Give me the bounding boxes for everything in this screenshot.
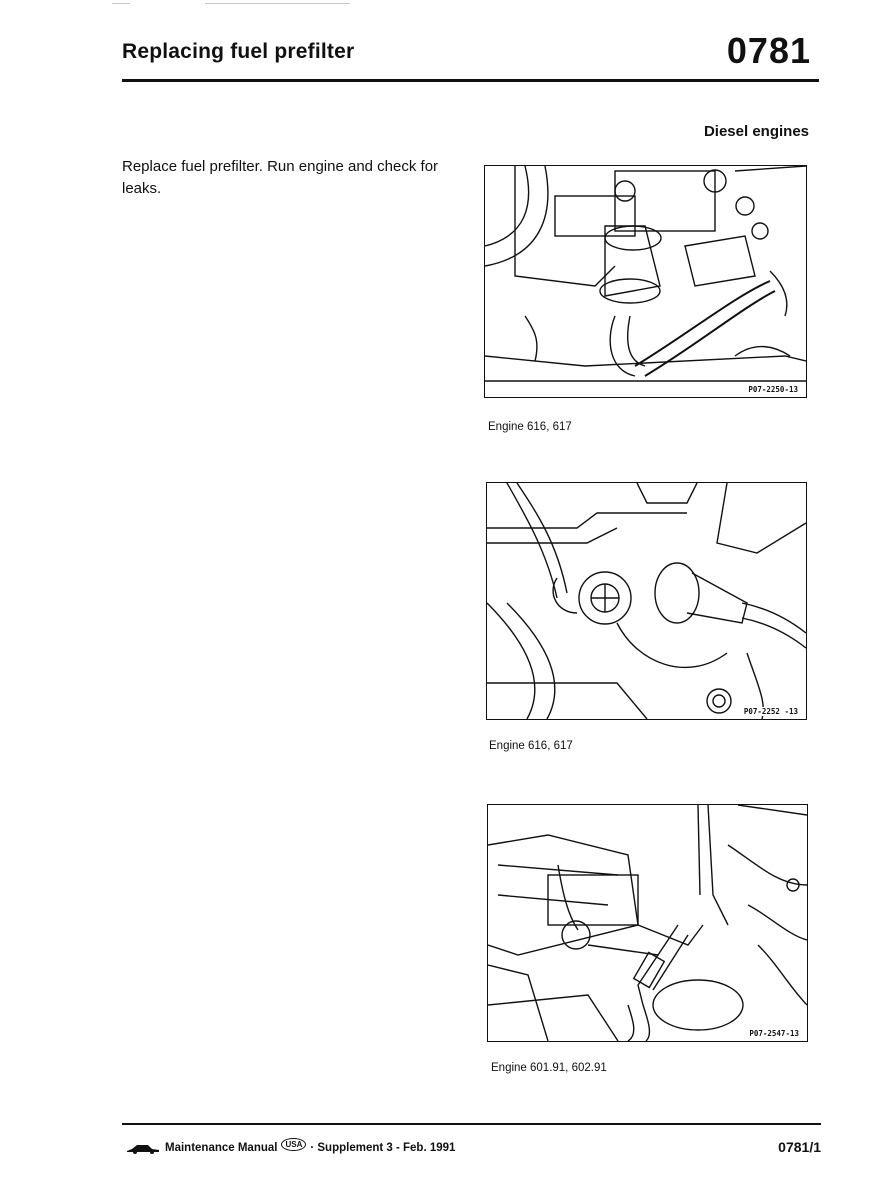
figure-3-caption: Engine 601.91, 602.91 [491, 1062, 607, 1074]
figure-2-engine-illustration: P07-2252 -13 [486, 482, 807, 720]
figure-1-caption: Engine 616, 617 [488, 421, 572, 433]
figure-1-code: P07-2250-13 [746, 385, 800, 394]
figure-1-drawing [485, 166, 806, 382]
figure-2-caption: Engine 616, 617 [489, 740, 573, 752]
usa-badge: USA [281, 1138, 307, 1151]
figure-3-code: P07-2547-13 [747, 1029, 801, 1038]
footer: Maintenance Manual USA · Supplement 3 - … [126, 1138, 456, 1154]
header-rule [122, 79, 819, 82]
figure-1-engine-illustration: P07-2250-13 [484, 165, 807, 398]
page-number: 0781/1 [778, 1139, 821, 1155]
scan-artifact-1 [112, 3, 130, 4]
figure-3-engine-illustration: P07-2547-13 [487, 804, 808, 1042]
page-title: Replacing fuel prefilter [122, 40, 355, 63]
footer-rule [122, 1123, 821, 1125]
instruction-text: Replace fuel prefilter. Run engine and c… [122, 158, 439, 197]
figure-2-drawing [487, 483, 806, 719]
section-label: Diesel engines [703, 123, 809, 140]
figure-2-code: P07-2252 -13 [741, 707, 800, 716]
document-number: 0781 [726, 30, 811, 71]
figure-3-drawing [488, 805, 807, 1041]
footer-manual-label: Maintenance Manual [165, 1141, 278, 1154]
footer-supplement: · Supplement 3 - Feb. 1991 [310, 1141, 456, 1154]
car-logo-icon [126, 1142, 160, 1154]
scan-artifact-2 [205, 3, 350, 4]
